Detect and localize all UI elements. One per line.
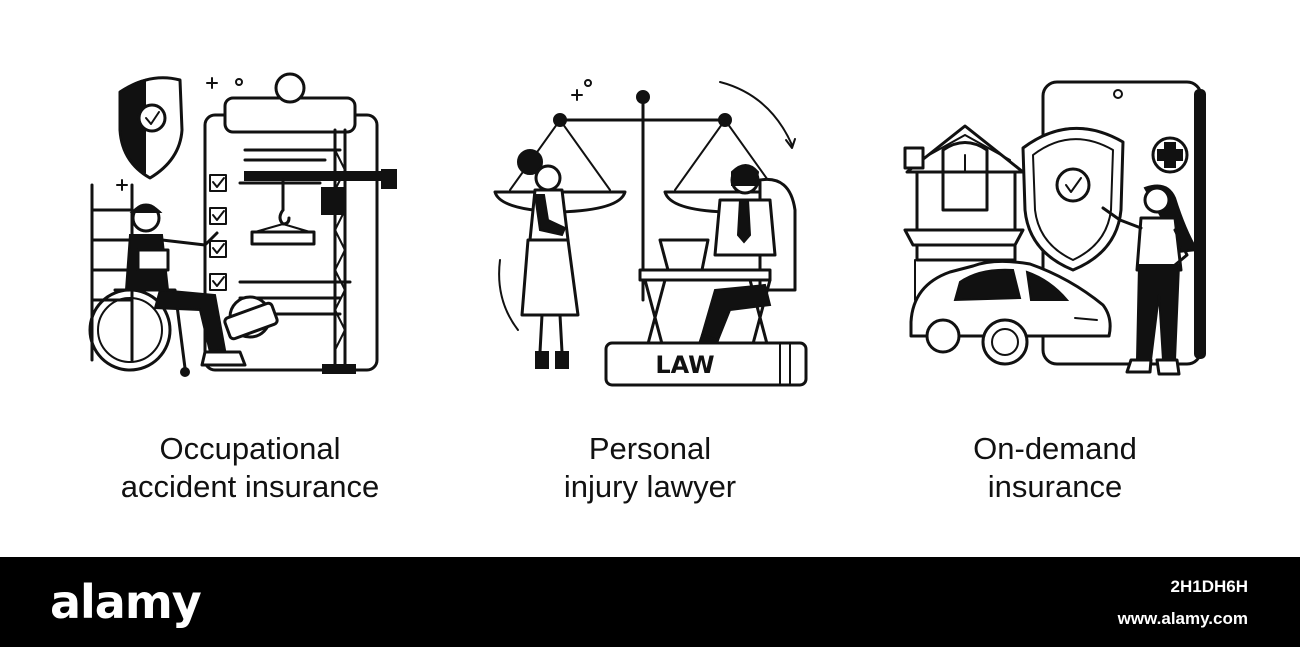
caption-lawyer: Personal injury lawyer <box>440 430 860 506</box>
lawyer-desk-icon <box>638 164 797 357</box>
law-book-icon: LAW <box>604 341 808 387</box>
woman-client-icon <box>517 149 580 369</box>
on-demand-illustration <box>903 80 1206 376</box>
caption-line-1: On-demand <box>973 431 1137 466</box>
caption-line-1: Occupational <box>159 431 341 466</box>
law-sign-text: LAW <box>655 351 714 379</box>
laptop-icon <box>658 238 710 272</box>
image-id: 2H1DH6H <box>1170 577 1248 596</box>
caption-line-2: accident insurance <box>120 469 380 504</box>
site-url[interactable]: www.alamy.com <box>1117 609 1248 628</box>
panel-occupational: Occupational accident insurance <box>40 60 460 520</box>
occupational-illustration <box>88 72 397 377</box>
house-icon <box>903 124 1025 301</box>
caption-line-2: injury lawyer <box>563 469 737 504</box>
illustration-canvas: Occupational accident insurance <box>40 60 1265 520</box>
crane-icon <box>244 128 397 374</box>
caption-occupational: Occupational accident insurance <box>40 430 460 506</box>
watermark-band: alamy 2H1DH6H www.alamy.com <box>0 557 1300 647</box>
alamy-logo[interactable]: alamy <box>50 575 202 629</box>
car-icon <box>909 259 1112 366</box>
woman-agent-icon <box>1101 184 1199 376</box>
lawyer-illustration: LAW <box>493 79 808 387</box>
caption-line-2: insurance <box>987 469 1123 504</box>
caption-on-demand: On-demand insurance <box>845 430 1265 506</box>
panel-on-demand: On-demand insurance <box>845 60 1265 520</box>
worker-wheelchair-icon <box>88 203 247 377</box>
panel-lawyer: LAW Personal injury lawyer <box>440 60 860 520</box>
caption-line-1: Personal <box>588 431 712 466</box>
ladder-icon <box>90 183 134 362</box>
checklist-icon <box>209 148 352 316</box>
